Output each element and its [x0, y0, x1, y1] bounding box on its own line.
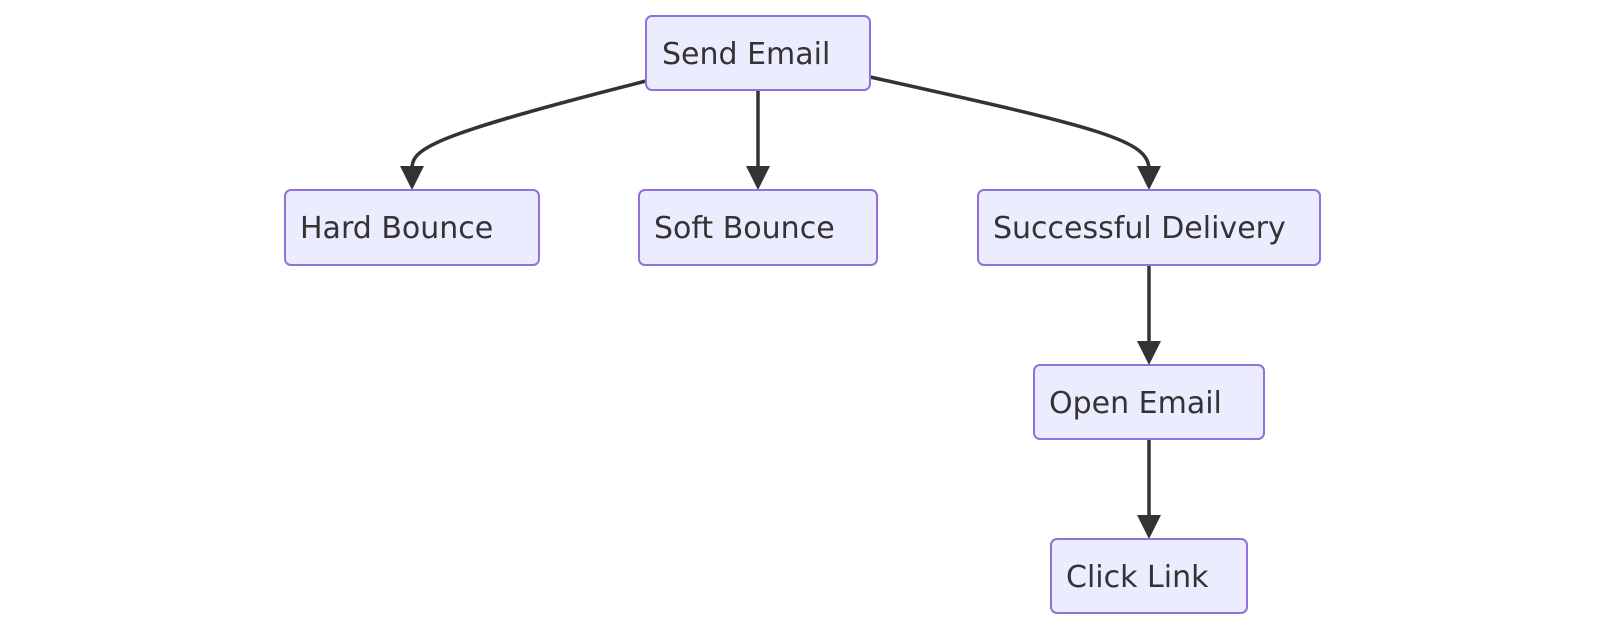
arrowhead-successful-delivery: [1137, 166, 1161, 190]
node-open-email: Open Email: [1033, 364, 1265, 440]
node-hard-bounce: Hard Bounce: [284, 189, 540, 266]
node-box: [284, 189, 540, 266]
node-box: [645, 15, 871, 91]
arrowhead-hard-bounce: [400, 166, 424, 190]
node-label: Open Email: [1049, 386, 1222, 421]
edge-send-email-to-successful-delivery: [869, 75, 1151, 171]
node-soft-bounce: Soft Bounce: [638, 189, 878, 266]
node-successful-delivery: Successful Delivery: [977, 189, 1321, 266]
node-box: [1033, 364, 1265, 440]
node-label: Soft Bounce: [654, 211, 835, 246]
node-label: Successful Delivery: [993, 211, 1286, 246]
node-label: Send Email: [662, 37, 830, 72]
node-box: [977, 189, 1321, 266]
node-box: [638, 189, 878, 266]
edge-send-email-to-hard-bounce: [410, 79, 647, 171]
node-label: Hard Bounce: [300, 211, 493, 246]
node-box: [1050, 538, 1248, 614]
node-label: Click Link: [1066, 560, 1209, 595]
arrowhead-open-email: [1137, 341, 1161, 365]
node-click-link: Click Link: [1050, 538, 1248, 614]
arrowhead-soft-bounce: [746, 166, 770, 190]
node-send-email: Send Email: [645, 15, 871, 91]
edges: [400, 75, 1161, 539]
arrowhead-click-link: [1137, 515, 1161, 539]
